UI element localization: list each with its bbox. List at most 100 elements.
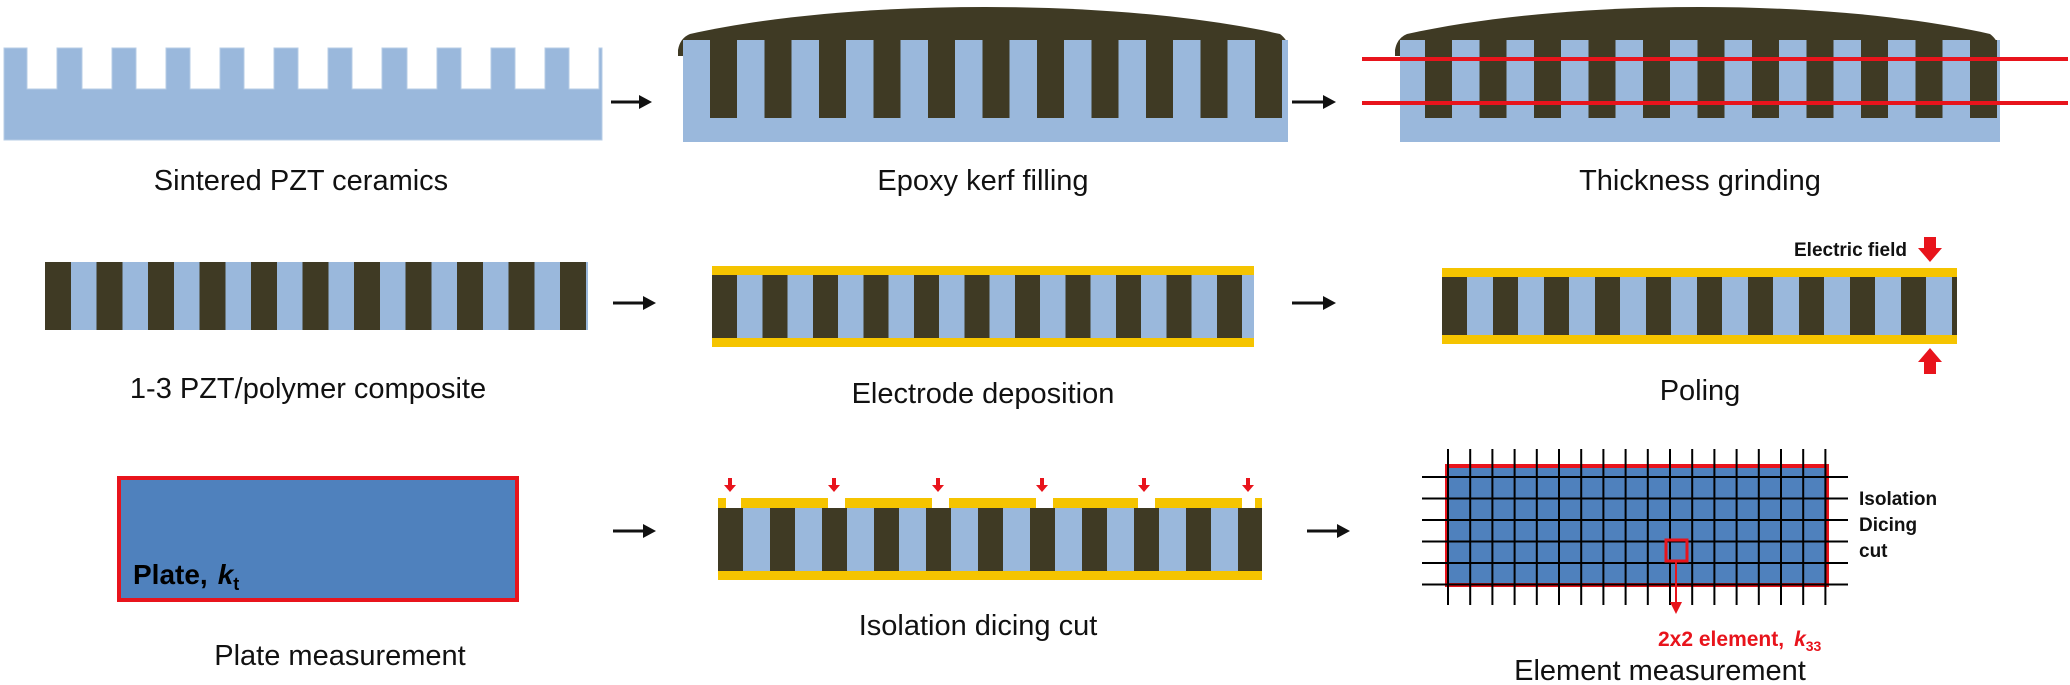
right-arrow-head	[643, 296, 656, 310]
red-cut-marker-icon	[1242, 478, 1254, 492]
epoxy-pillar	[863, 275, 889, 338]
red-down-arrow-icon	[1918, 237, 1942, 262]
ceramic-base	[683, 118, 1288, 142]
isolation-cut-composite	[718, 478, 1262, 580]
epoxy-pillar	[1752, 40, 1779, 120]
top-electrode	[712, 266, 1254, 275]
isolation-label-line1: Isolation	[1859, 489, 1937, 510]
epoxy-pillar	[770, 508, 795, 571]
epoxy-pillar	[1082, 508, 1107, 571]
ceramic-epoxy-pillars	[1400, 40, 2000, 120]
epoxy-pillar	[1479, 40, 1507, 120]
ceramic-base	[1400, 118, 2000, 142]
element-label: 2x2 element,k33	[1658, 628, 1822, 654]
epoxy-pillar	[1186, 508, 1211, 571]
epoxy-pillar	[1748, 277, 1773, 335]
grinding-block	[1362, 7, 2068, 142]
process-flow-arrows	[611, 95, 1350, 538]
epoxy-pillar	[1217, 275, 1242, 338]
red-cut-marker-icon	[932, 478, 944, 492]
epoxy-pillar	[1166, 275, 1192, 338]
epoxy-pillar	[1697, 40, 1725, 120]
epoxy-pillar	[1200, 40, 1228, 120]
epoxy-pillar	[874, 508, 899, 571]
epoxy-pillar	[914, 275, 939, 338]
epoxy-pillar	[1238, 508, 1262, 571]
top-electrode	[1442, 268, 1957, 277]
epoxy-pillar	[1091, 40, 1119, 120]
bottom-electrode	[1442, 335, 1957, 344]
bottom-electrode	[712, 338, 1254, 347]
electrode-segment	[1053, 498, 1138, 508]
red-cut-marker-icon	[828, 478, 840, 492]
caption-electrode: Electrode deposition	[852, 378, 1115, 410]
epoxy-pillar	[978, 508, 1003, 571]
caption-composite: 1-3 PZT/polymer composite	[130, 373, 486, 405]
epoxy-pillar	[1015, 275, 1040, 338]
electrode-segment	[1255, 498, 1262, 508]
composite-layer	[1442, 277, 1957, 335]
epoxy-pillar	[1697, 277, 1722, 335]
epoxy-pillar	[813, 275, 838, 338]
poled-composite: Electric field	[1442, 237, 1957, 374]
epoxy-pillar	[96, 262, 123, 330]
ceramic-epoxy-pillars	[683, 40, 1288, 120]
epoxy-pillar	[873, 40, 901, 120]
grid-fill	[1445, 464, 1829, 587]
epoxy-pillar	[1850, 277, 1875, 335]
epoxy-pillar	[251, 262, 277, 330]
electrode-segment	[718, 498, 726, 508]
right-arrow-head	[643, 524, 656, 538]
electrode-segment	[1155, 498, 1242, 508]
epoxy-pillar	[1493, 277, 1518, 335]
caption-epoxy: Epoxy kerf filling	[877, 165, 1088, 197]
caption-plate-measurement: Plate measurement	[214, 640, 465, 672]
epoxy-pillar	[1030, 508, 1055, 571]
epoxy-pillar	[354, 262, 380, 330]
element-grid: Isolation Dicing cut 2x2 element,k33	[1422, 449, 1937, 654]
epoxy-pillar	[148, 262, 174, 330]
segmented-top-electrode	[718, 498, 1262, 508]
composite-layer	[718, 508, 1262, 571]
isolation-label-line3: cut	[1859, 541, 1888, 562]
epoxy-pillar	[926, 508, 951, 571]
epoxy-pillar	[964, 275, 990, 338]
red-cut-marker-icon	[1138, 478, 1150, 492]
epoxy-pillar	[457, 262, 483, 330]
red-cut-marker-icon	[724, 478, 736, 492]
epoxy-pillar	[819, 40, 846, 120]
red-down-arrow-icon	[1670, 602, 1682, 614]
epoxy-pillar	[45, 262, 71, 330]
caption-isolation: Isolation dicing cut	[859, 610, 1098, 642]
composite-layer	[712, 275, 1254, 338]
epoxy-pillar	[1116, 275, 1141, 338]
epoxy-pillar	[1952, 277, 1957, 335]
bottom-electrode	[718, 571, 1262, 580]
composite-block	[45, 262, 588, 330]
epoxy-pillar	[1425, 40, 1452, 120]
epoxy-pillar	[928, 40, 955, 120]
sintered-ceramic-comb	[3, 47, 603, 141]
isolation-label-line2: Dicing	[1859, 515, 1917, 536]
right-arrow-head	[1323, 95, 1336, 109]
electric-field-label: Electric field	[1794, 240, 1907, 261]
right-arrow-head	[639, 95, 652, 109]
red-up-arrow-icon	[1918, 348, 1942, 374]
right-arrow-head	[1337, 524, 1350, 538]
epoxy-pillar	[1442, 277, 1467, 335]
epoxy-pillar	[508, 262, 535, 330]
caption-grinding: Thickness grinding	[1579, 165, 1821, 197]
epoxy-pillar	[1915, 40, 1943, 120]
epoxy-pillar	[405, 262, 432, 330]
epoxy-pillar	[982, 40, 1010, 120]
epoxy-pillar	[1588, 40, 1616, 120]
electrode-segment	[845, 498, 932, 508]
epoxy-pillar	[1255, 40, 1282, 120]
epoxy-pillar	[764, 40, 792, 120]
cut-markers	[724, 478, 1254, 492]
epoxy-pillar	[1799, 277, 1824, 335]
caption-sintered: Sintered PZT ceramics	[154, 165, 448, 197]
epoxy-pillar	[1595, 277, 1620, 335]
